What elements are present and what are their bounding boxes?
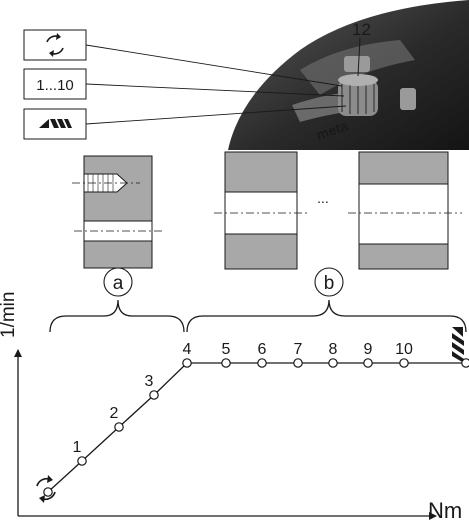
graph-point-label-5: 5 (222, 341, 231, 358)
graph-point-label-1: 1 (73, 439, 82, 456)
x-axis-label: Nm (428, 498, 462, 520)
graph-point-4: 4 (183, 341, 192, 367)
graph-point-label-3: 3 (145, 373, 154, 390)
graph-point-label-4: 4 (183, 341, 192, 358)
legend-item-rotation (24, 30, 86, 60)
svg-text:a: a (113, 273, 124, 294)
graph-point-7: 7 (294, 341, 303, 367)
torque-collar (338, 74, 378, 116)
graph-point-label-6: 6 (258, 341, 267, 358)
graph-point-label-10: 10 (395, 341, 413, 358)
application-large-hole-block (348, 152, 462, 269)
curve (48, 363, 466, 492)
legend-torque-range-text: 1...10 (36, 77, 74, 94)
part-number: 12 (352, 20, 371, 39)
graph-point-6: 6 (258, 341, 267, 367)
graph-point-drill (462, 359, 469, 367)
drill-photo: meta 12 (228, 0, 469, 150)
graph-point-label-7: 7 (294, 341, 303, 358)
graph-point-label-9: 9 (364, 341, 373, 358)
ellipsis: ... (317, 190, 329, 206)
group-label-a: a (104, 268, 132, 296)
graph-point-9: 9 (364, 341, 373, 367)
brace-a (50, 300, 184, 332)
legend-item-drill (24, 109, 86, 139)
brace-b (187, 300, 466, 332)
svg-text:b: b (324, 273, 335, 294)
graph-point-1: 1 (73, 439, 87, 465)
graph-point-3: 3 (145, 373, 159, 399)
graph-point-2: 2 (110, 405, 124, 431)
graph-point-label-2: 2 (110, 405, 119, 422)
application-screw-block (72, 156, 162, 268)
graph-point-start (44, 488, 52, 496)
points-layer: 1 2 3 4 5 6 7 8 9 10 (44, 341, 469, 496)
y-axis-label: 1/min (0, 292, 19, 338)
graph: 1/min Nm 1 2 3 4 5 6 7 8 9 10 (0, 292, 469, 520)
graph-point-5: 5 (222, 341, 231, 367)
graph-point-label-8: 8 (329, 341, 338, 358)
group-label-b: b (315, 268, 343, 296)
legend-item-torque-range: 1...10 (24, 69, 86, 99)
graph-point-8: 8 (329, 341, 338, 367)
drill-mode-icon (452, 327, 464, 363)
application-small-hole-block (214, 152, 310, 269)
